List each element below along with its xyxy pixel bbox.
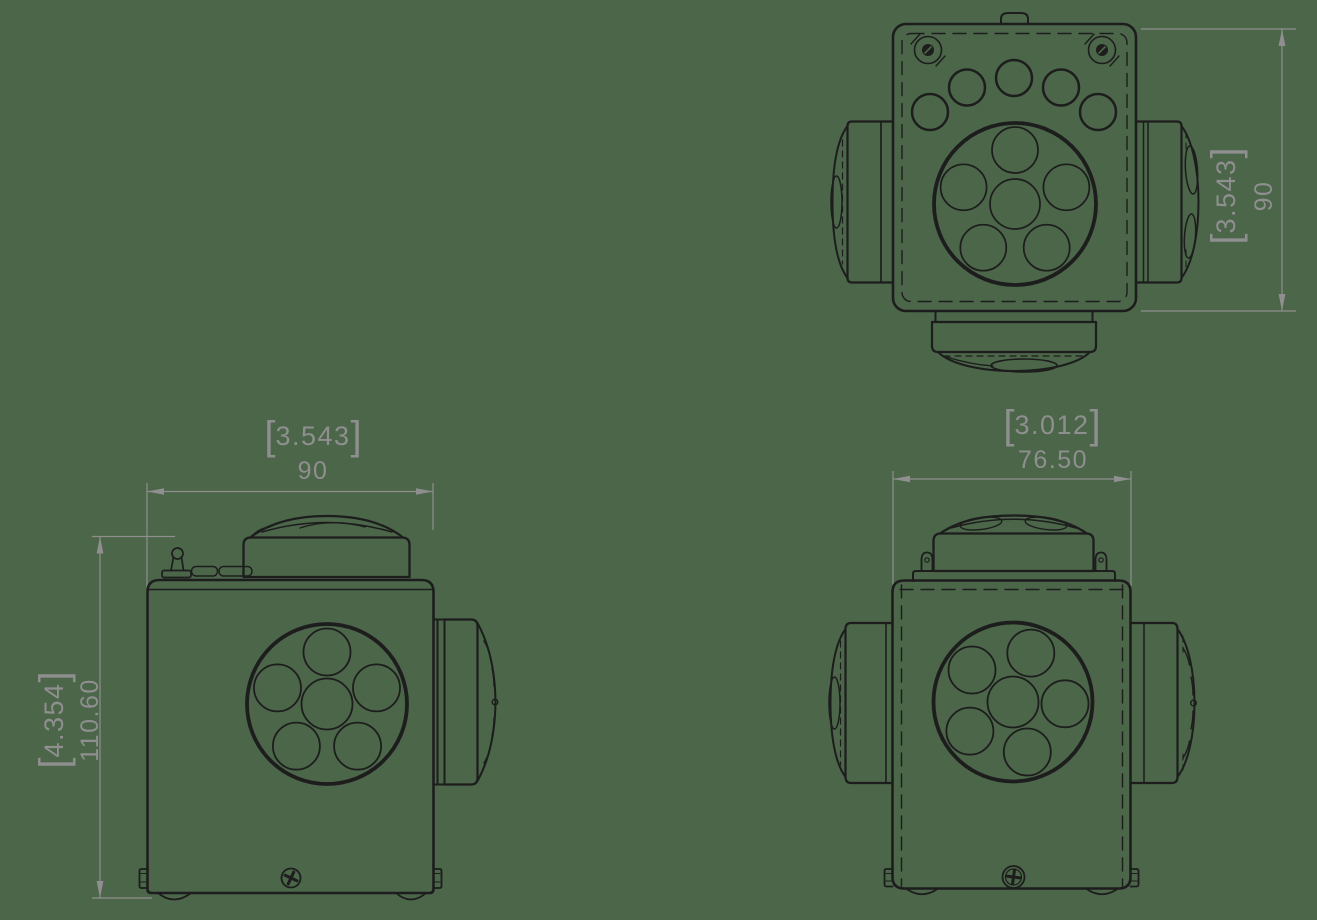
dim-front-width-mm: 76.50 bbox=[1018, 446, 1088, 474]
top-connector-tab bbox=[1000, 12, 1029, 25]
screw-top-right bbox=[1084, 33, 1120, 67]
side-lens-left bbox=[828, 621, 894, 785]
screw-top-left bbox=[910, 33, 946, 67]
top-view: [3.543] 90 bbox=[830, 12, 1296, 373]
bottom-screw bbox=[280, 867, 302, 889]
deck-plates bbox=[190, 565, 253, 577]
main-lens-turret bbox=[931, 620, 1095, 784]
power-toggle bbox=[161, 547, 192, 579]
side-lens-right bbox=[432, 618, 499, 786]
top-view-body bbox=[891, 22, 1138, 313]
front-view-body bbox=[891, 579, 1132, 890]
foot-left bbox=[905, 887, 939, 896]
main-lens-turret bbox=[245, 622, 409, 786]
dimension-side-height: [4.354] 110.60 bbox=[32, 535, 175, 899]
mount-tab-left bbox=[883, 868, 894, 888]
foot-right bbox=[395, 892, 427, 901]
side-lens-right bbox=[1129, 621, 1197, 785]
dim-side-width-mm: 90 bbox=[298, 457, 329, 485]
top-cap bbox=[242, 514, 411, 579]
side-lens-right bbox=[1134, 120, 1200, 284]
side-lens-left bbox=[830, 120, 895, 284]
dim-side-height-mm: 110.60 bbox=[76, 678, 104, 762]
hidden-edge-outline bbox=[901, 32, 1128, 303]
front-view: [3.012] 76.50 bbox=[828, 403, 1197, 896]
mount-tab-right bbox=[1129, 868, 1140, 888]
main-lens-turret bbox=[932, 121, 1098, 287]
mount-tab-left bbox=[138, 868, 149, 889]
aux-lens-row bbox=[910, 58, 1118, 132]
side-view: [3.543] 90 [4.354] 110.60 bbox=[32, 414, 499, 901]
mount-tab-right bbox=[432, 868, 443, 889]
dimension-side-width: [3.543] 90 bbox=[146, 414, 434, 592]
dim-side-width-inches: [3.543] bbox=[264, 414, 361, 458]
dim-front-width-inches: [3.012] bbox=[1003, 403, 1100, 447]
foot-right bbox=[1085, 887, 1119, 896]
dimension-top-view-depth: [3.543] 90 bbox=[1141, 28, 1296, 312]
dim-top-depth-inches: [3.543] bbox=[1204, 147, 1248, 244]
dimension-front-width: [3.012] 76.50 bbox=[892, 403, 1132, 589]
top-cap bbox=[912, 514, 1116, 582]
bottom-screw bbox=[1001, 865, 1026, 889]
dim-side-height-inches: [4.354] bbox=[32, 671, 76, 768]
side-view-body bbox=[146, 578, 435, 895]
foot-left bbox=[157, 892, 192, 901]
dim-top-depth-mm: 90 bbox=[1250, 181, 1278, 212]
bottom-lens bbox=[930, 310, 1098, 373]
